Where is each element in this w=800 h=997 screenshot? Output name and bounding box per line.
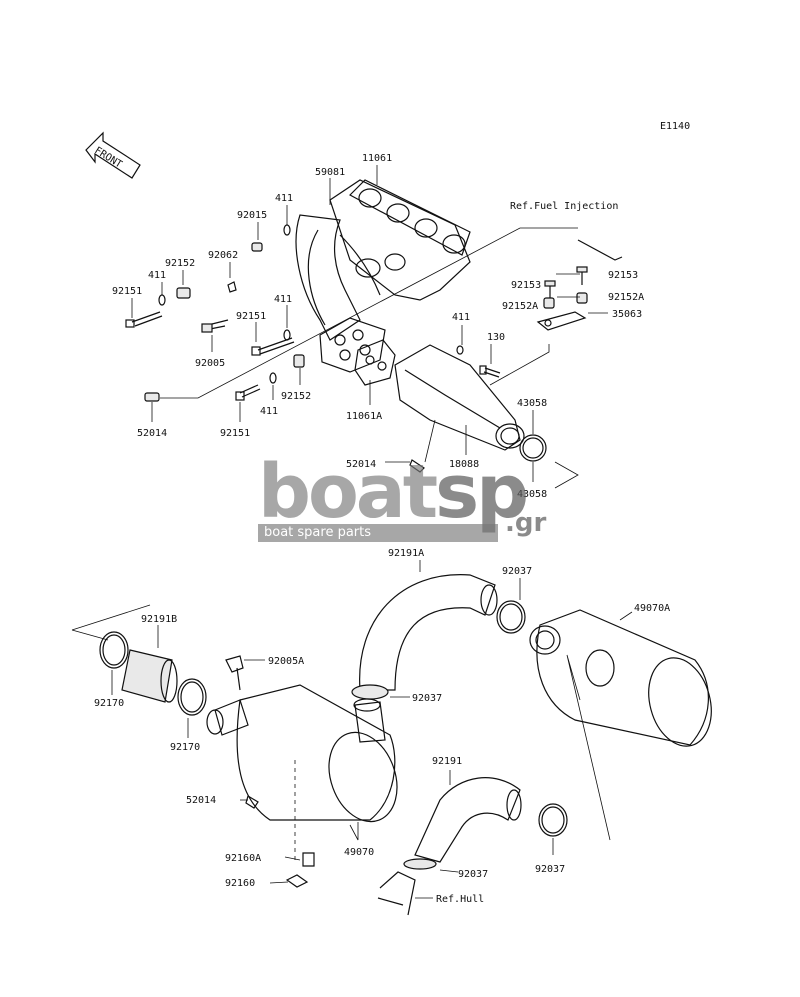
callout-18088: 18088 (449, 459, 479, 470)
leader-lines-lower (71, 560, 633, 899)
callout-92037: 92037 (458, 869, 488, 880)
callout-411: 411 (274, 294, 292, 305)
callout-43058: 43058 (517, 398, 547, 409)
callout-92037: 92037 (535, 864, 565, 875)
o-ring (519, 434, 547, 462)
exhaust-manifold (295, 179, 471, 341)
front-label: FRONT (92, 145, 123, 170)
callout-92151: 92151 (236, 311, 266, 322)
part-callouts: 11061 59081 411 92015 92062 92152 411 92… (94, 153, 670, 905)
callout-11061a: 11061A (346, 411, 382, 422)
callout-92152a: 92152A (608, 292, 644, 303)
fittings-lower (225, 655, 315, 888)
fuel-injection-stay (577, 239, 623, 261)
callout-92152a: 92152A (502, 301, 538, 312)
callout-92062: 92062 (208, 250, 238, 261)
callout-92191b: 92191B (141, 614, 177, 625)
callout-92037: 92037 (502, 566, 532, 577)
exhaust-pipe (394, 344, 525, 451)
callout-92005: 92005 (195, 358, 225, 369)
leader-lines-upper (131, 165, 608, 489)
callout-411: 411 (148, 270, 166, 281)
callout-92037: 92037 (412, 693, 442, 704)
callout-411: 411 (260, 406, 278, 417)
bracket (536, 311, 587, 331)
callout-92160: 92160 (225, 878, 255, 889)
ref-fuel-injection: Ref.Fuel Injection (510, 201, 618, 212)
callout-92151: 92151 (112, 286, 142, 297)
callout-92160a: 92160A (225, 853, 261, 864)
callout-92015: 92015 (237, 210, 267, 221)
callout-52014: 52014 (186, 795, 216, 806)
front-arrow-icon: FRONT (85, 131, 141, 179)
hose-upper (359, 574, 498, 691)
callout-130: 130 (487, 332, 505, 343)
watermark-logo: boatsp (258, 449, 529, 535)
watermark-brand-main: boat (258, 449, 438, 535)
callout-59081: 59081 (315, 167, 345, 178)
callout-92153: 92153 (608, 270, 638, 281)
callout-49070: 49070 (344, 847, 374, 858)
callout-411: 411 (275, 193, 293, 204)
hose-short (121, 649, 178, 703)
callout-92153: 92153 (511, 280, 541, 291)
manifold-gasket (349, 179, 471, 256)
callout-92152: 92152 (281, 391, 311, 402)
callout-43058: 43058 (517, 489, 547, 500)
callout-92191: 92191 (432, 756, 462, 767)
callout-92170: 92170 (170, 742, 200, 753)
callout-92170: 92170 (94, 698, 124, 709)
fasteners-upper (125, 224, 588, 473)
callout-92005a: 92005A (268, 656, 304, 667)
ref-hull: Ref.Hull (436, 894, 484, 905)
muffler-rear (529, 609, 712, 747)
callout-52014: 52014 (137, 428, 167, 439)
callout-411: 411 (452, 312, 470, 323)
watermark-domain: .gr (505, 508, 547, 538)
watermark-tagline: boat spare parts (258, 524, 498, 542)
callout-92151: 92151 (220, 428, 250, 439)
callout-92191a: 92191A (388, 548, 424, 559)
muffler-front (206, 684, 398, 860)
callout-92152: 92152 (165, 258, 195, 269)
hose-lower (414, 777, 522, 863)
watermark-brand-accent: sp (435, 449, 529, 535)
callout-11061: 11061 (362, 153, 392, 164)
callout-52014: 52014 (346, 459, 376, 470)
diagram-code: E1140 (660, 121, 690, 132)
hull-ref (377, 871, 416, 916)
callout-49070a: 49070A (634, 603, 670, 614)
hose-clamps (99, 600, 568, 870)
callout-35063: 35063 (612, 309, 642, 320)
